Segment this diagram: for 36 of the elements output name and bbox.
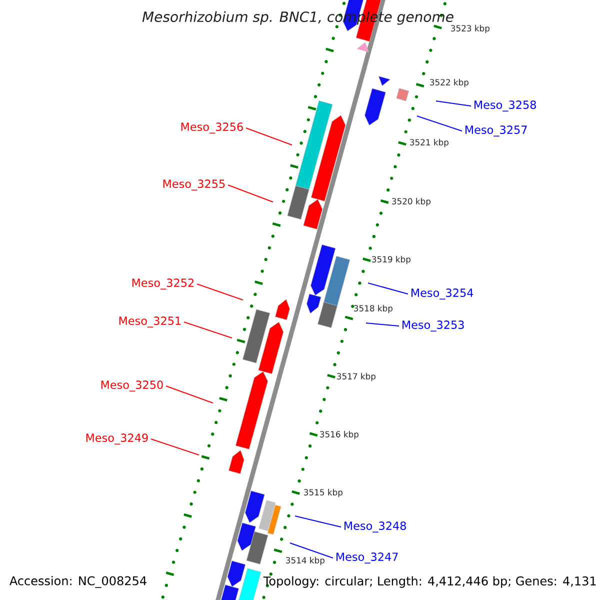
leader-line xyxy=(228,184,274,202)
gene-label: Meso_3257 xyxy=(466,126,527,136)
leader-line xyxy=(150,438,200,456)
gene-label: Meso_3253 xyxy=(402,320,464,332)
scale-label: 3521 kbp xyxy=(410,138,448,148)
leader-line xyxy=(166,386,214,404)
scale-label: 3522 kbp xyxy=(430,78,468,88)
scale-label: 3516 kbp xyxy=(320,430,358,440)
genome-info-text: Topology: circular; Length: 4,412,446 bp; Genes: 4,131 xyxy=(263,576,596,588)
leader-line xyxy=(294,516,342,528)
leader-line xyxy=(366,322,400,326)
gene-label: Meso_3248 xyxy=(344,522,406,532)
scale-label: 3514 kbp xyxy=(286,556,324,566)
gene-label: Meso_3255 xyxy=(163,180,225,190)
scale-label: 3520 kbp xyxy=(392,198,430,206)
leader-line xyxy=(290,542,334,558)
leader-line xyxy=(196,284,244,300)
gene-label: Meso_3254 xyxy=(412,288,474,300)
scale-label: 3519 kbp xyxy=(372,256,410,264)
leader-line xyxy=(416,116,462,132)
accession-text: Accession: NC_008254 xyxy=(10,576,146,588)
gene-label: Meso_3258 xyxy=(474,100,536,112)
gene-label: Meso_3247 xyxy=(336,552,398,564)
scale-label: 3515 kbp xyxy=(304,488,342,498)
leader-line xyxy=(246,128,292,146)
gene-label: Meso_3256 xyxy=(181,122,243,134)
leader-line xyxy=(368,282,408,294)
gene-label: Meso_3252 xyxy=(132,278,194,290)
scale-label: 3517 kbp xyxy=(337,372,376,382)
gene-label: Meso_3250 xyxy=(101,380,163,392)
scale-label: 3523 kbp xyxy=(451,24,490,34)
gene-label: Meso_3249 xyxy=(86,434,148,444)
leader-line xyxy=(184,322,232,338)
scale-label: 3518 kbp xyxy=(354,304,392,314)
leader-line xyxy=(436,100,472,106)
gene-label: Meso_3251 xyxy=(119,316,181,328)
